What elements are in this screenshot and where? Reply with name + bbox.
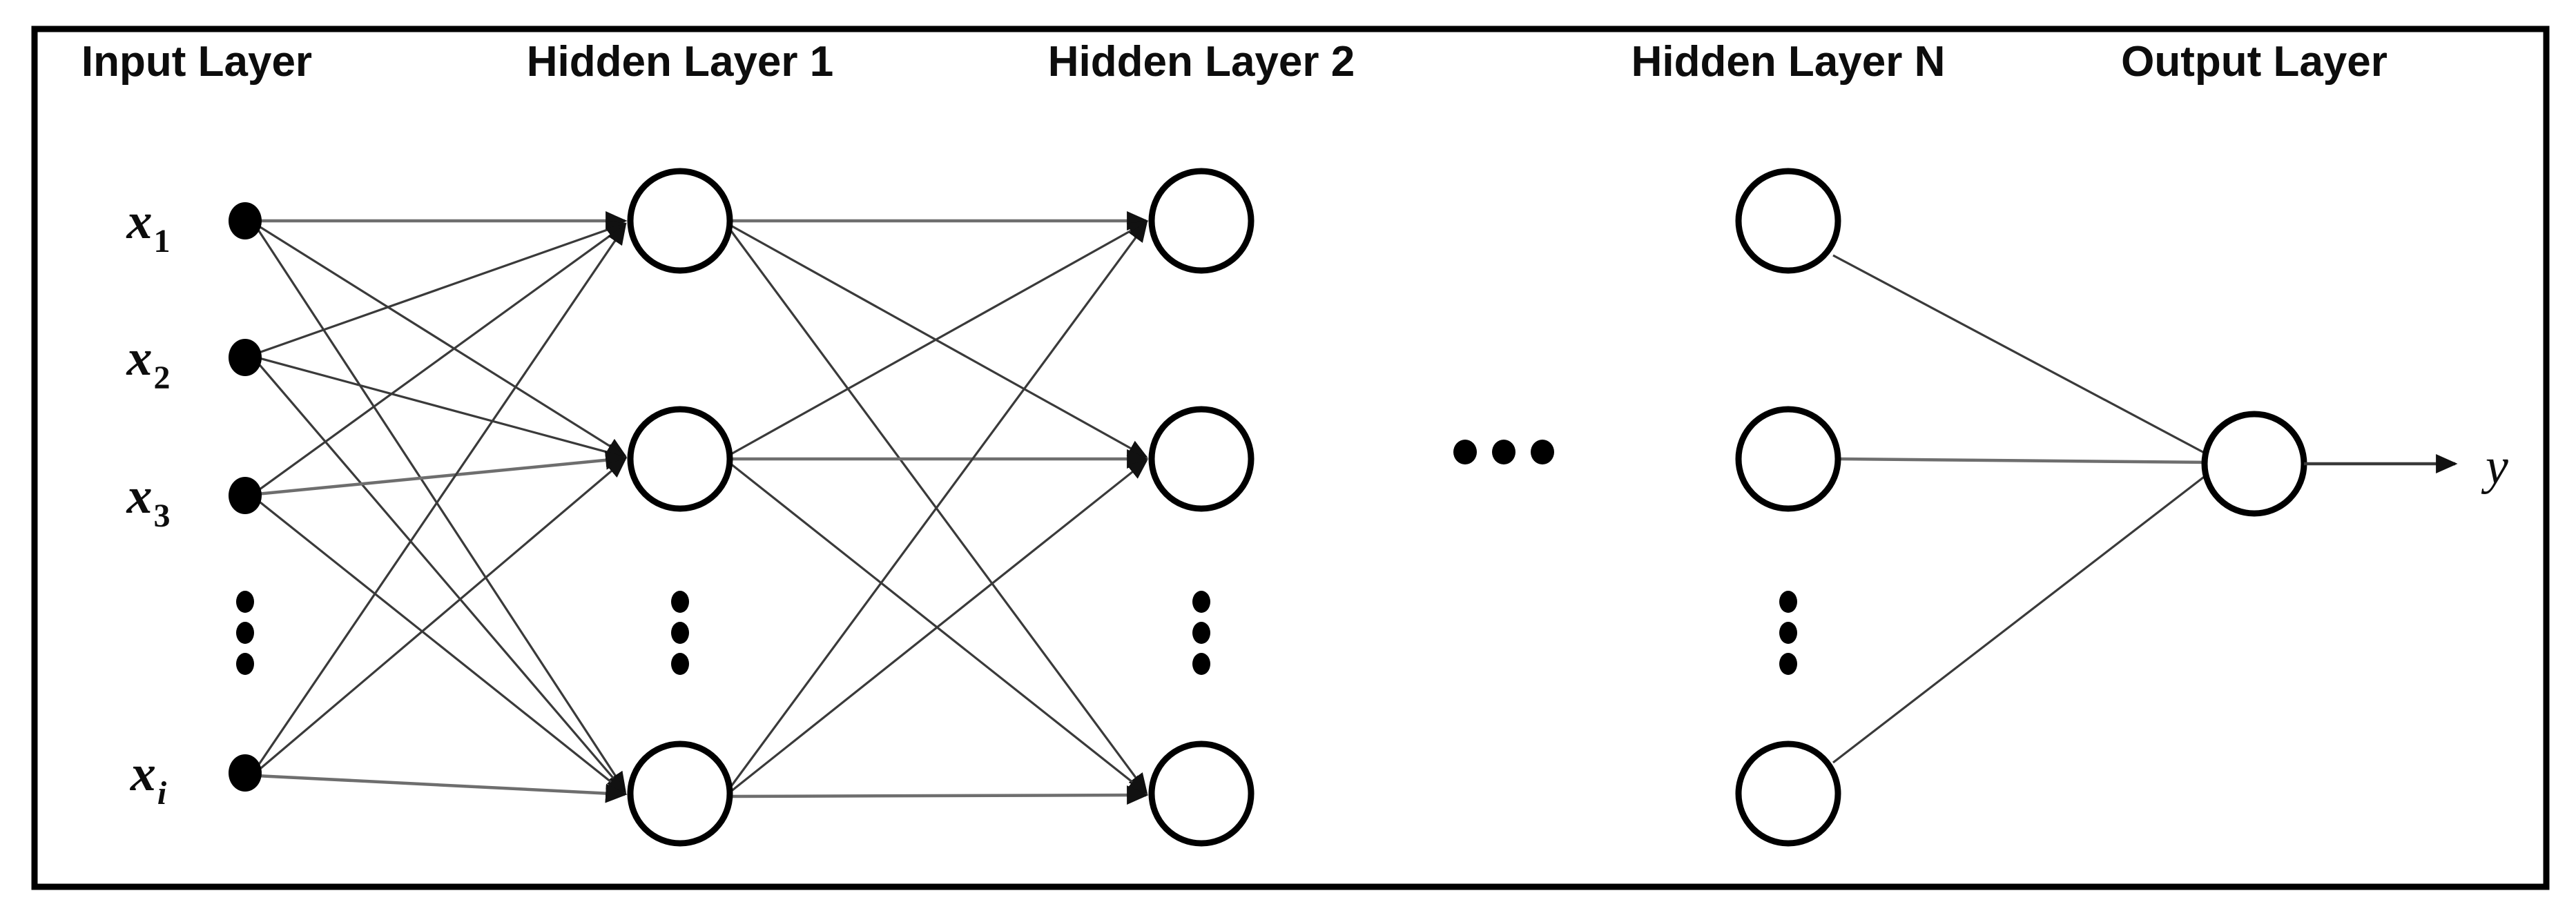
hiddenN-vertical-ellipsis-icon	[1779, 591, 1797, 675]
edge-x2-h1n3	[255, 360, 627, 794]
edge-x1-h1n2	[256, 224, 627, 457]
input-vertical-ellipsis-icon	[236, 591, 254, 675]
edge-h1n2-h2n1	[729, 221, 1148, 456]
layer-titles: Input Layer Hidden Layer 1 Hidden Layer …	[81, 38, 2388, 86]
hidden2-neuron-2[interactable]	[1148, 406, 1255, 512]
edge-x2-h1n1	[256, 221, 628, 355]
edge-x3-h1n3	[256, 498, 627, 794]
edge-x1-h1n3	[255, 227, 626, 792]
hidden2-neuron-3[interactable]	[1148, 740, 1255, 847]
diagram-border	[31, 26, 2550, 890]
output-layer-group: y	[2201, 411, 2508, 517]
edge-x3-h1n1	[256, 224, 627, 493]
input-node-x3[interactable]	[229, 477, 262, 514]
edges-hidden1-to-hidden2	[728, 211, 1149, 805]
layer-gap-ellipsis-icon	[1453, 440, 1554, 464]
edges-hiddenN-to-output	[1832, 254, 2210, 764]
edges-input-to-hidden1	[255, 211, 628, 803]
edge-xi-h1n3	[256, 774, 628, 803]
edge-h1n3-h2n3	[729, 785, 1149, 805]
hiddenN-neuron-1[interactable]	[1735, 168, 1841, 274]
layer-title-hidden-1: Hidden Layer 1	[527, 38, 833, 86]
hidden1-neuron-1[interactable]	[627, 168, 733, 274]
edge-h1n3-h2n2	[729, 460, 1148, 794]
input-label-x1: x1	[126, 193, 171, 259]
edge-h1n3-h2n1	[728, 222, 1147, 789]
layer-title-hidden-2: Hidden Layer 2	[1048, 38, 1355, 86]
input-node-x2[interactable]	[229, 339, 262, 376]
input-label-x3: x3	[126, 468, 171, 534]
edge-x3-h1n2	[256, 450, 628, 496]
edge-x2-h1n2	[256, 356, 628, 461]
edge-h1n1-h2n3	[728, 228, 1147, 794]
hidden-layer-n-group	[1735, 168, 1841, 847]
hidden-layer-1-group	[627, 168, 733, 847]
hidden-layer-2-group	[1148, 168, 1255, 847]
output-label-y: y	[2481, 438, 2508, 495]
edge-hNn3-out	[1832, 471, 2210, 764]
input-node-x1[interactable]	[229, 202, 262, 239]
edge-h1n1-h2n2	[729, 224, 1148, 458]
edge-hNn1-out	[1832, 254, 2210, 457]
hiddenN-neuron-2[interactable]	[1735, 406, 1841, 512]
input-layer-group: x1 x2 x3 xi	[126, 193, 262, 812]
input-node-xi[interactable]	[229, 754, 262, 792]
layer-title-hidden-n: Hidden Layer N	[1631, 38, 1946, 86]
layer-title-output: Output Layer	[2121, 38, 2388, 86]
hidden2-neuron-1[interactable]	[1148, 168, 1255, 274]
hidden1-neuron-2[interactable]	[627, 406, 733, 512]
layer-title-input: Input Layer	[81, 38, 312, 86]
input-label-xi: xi	[130, 745, 167, 812]
hidden1-neuron-3[interactable]	[627, 740, 733, 847]
hiddenN-neuron-3[interactable]	[1735, 740, 1841, 847]
edge-hNn2-out	[1837, 457, 2210, 464]
hidden2-vertical-ellipsis-icon	[1192, 591, 1210, 675]
input-label-x2: x2	[126, 330, 171, 396]
edge-xi-h1n1	[255, 224, 626, 768]
output-neuron[interactable]	[2201, 411, 2307, 517]
hidden1-vertical-ellipsis-icon	[671, 591, 689, 675]
edge-xi-h1n2	[255, 458, 627, 773]
